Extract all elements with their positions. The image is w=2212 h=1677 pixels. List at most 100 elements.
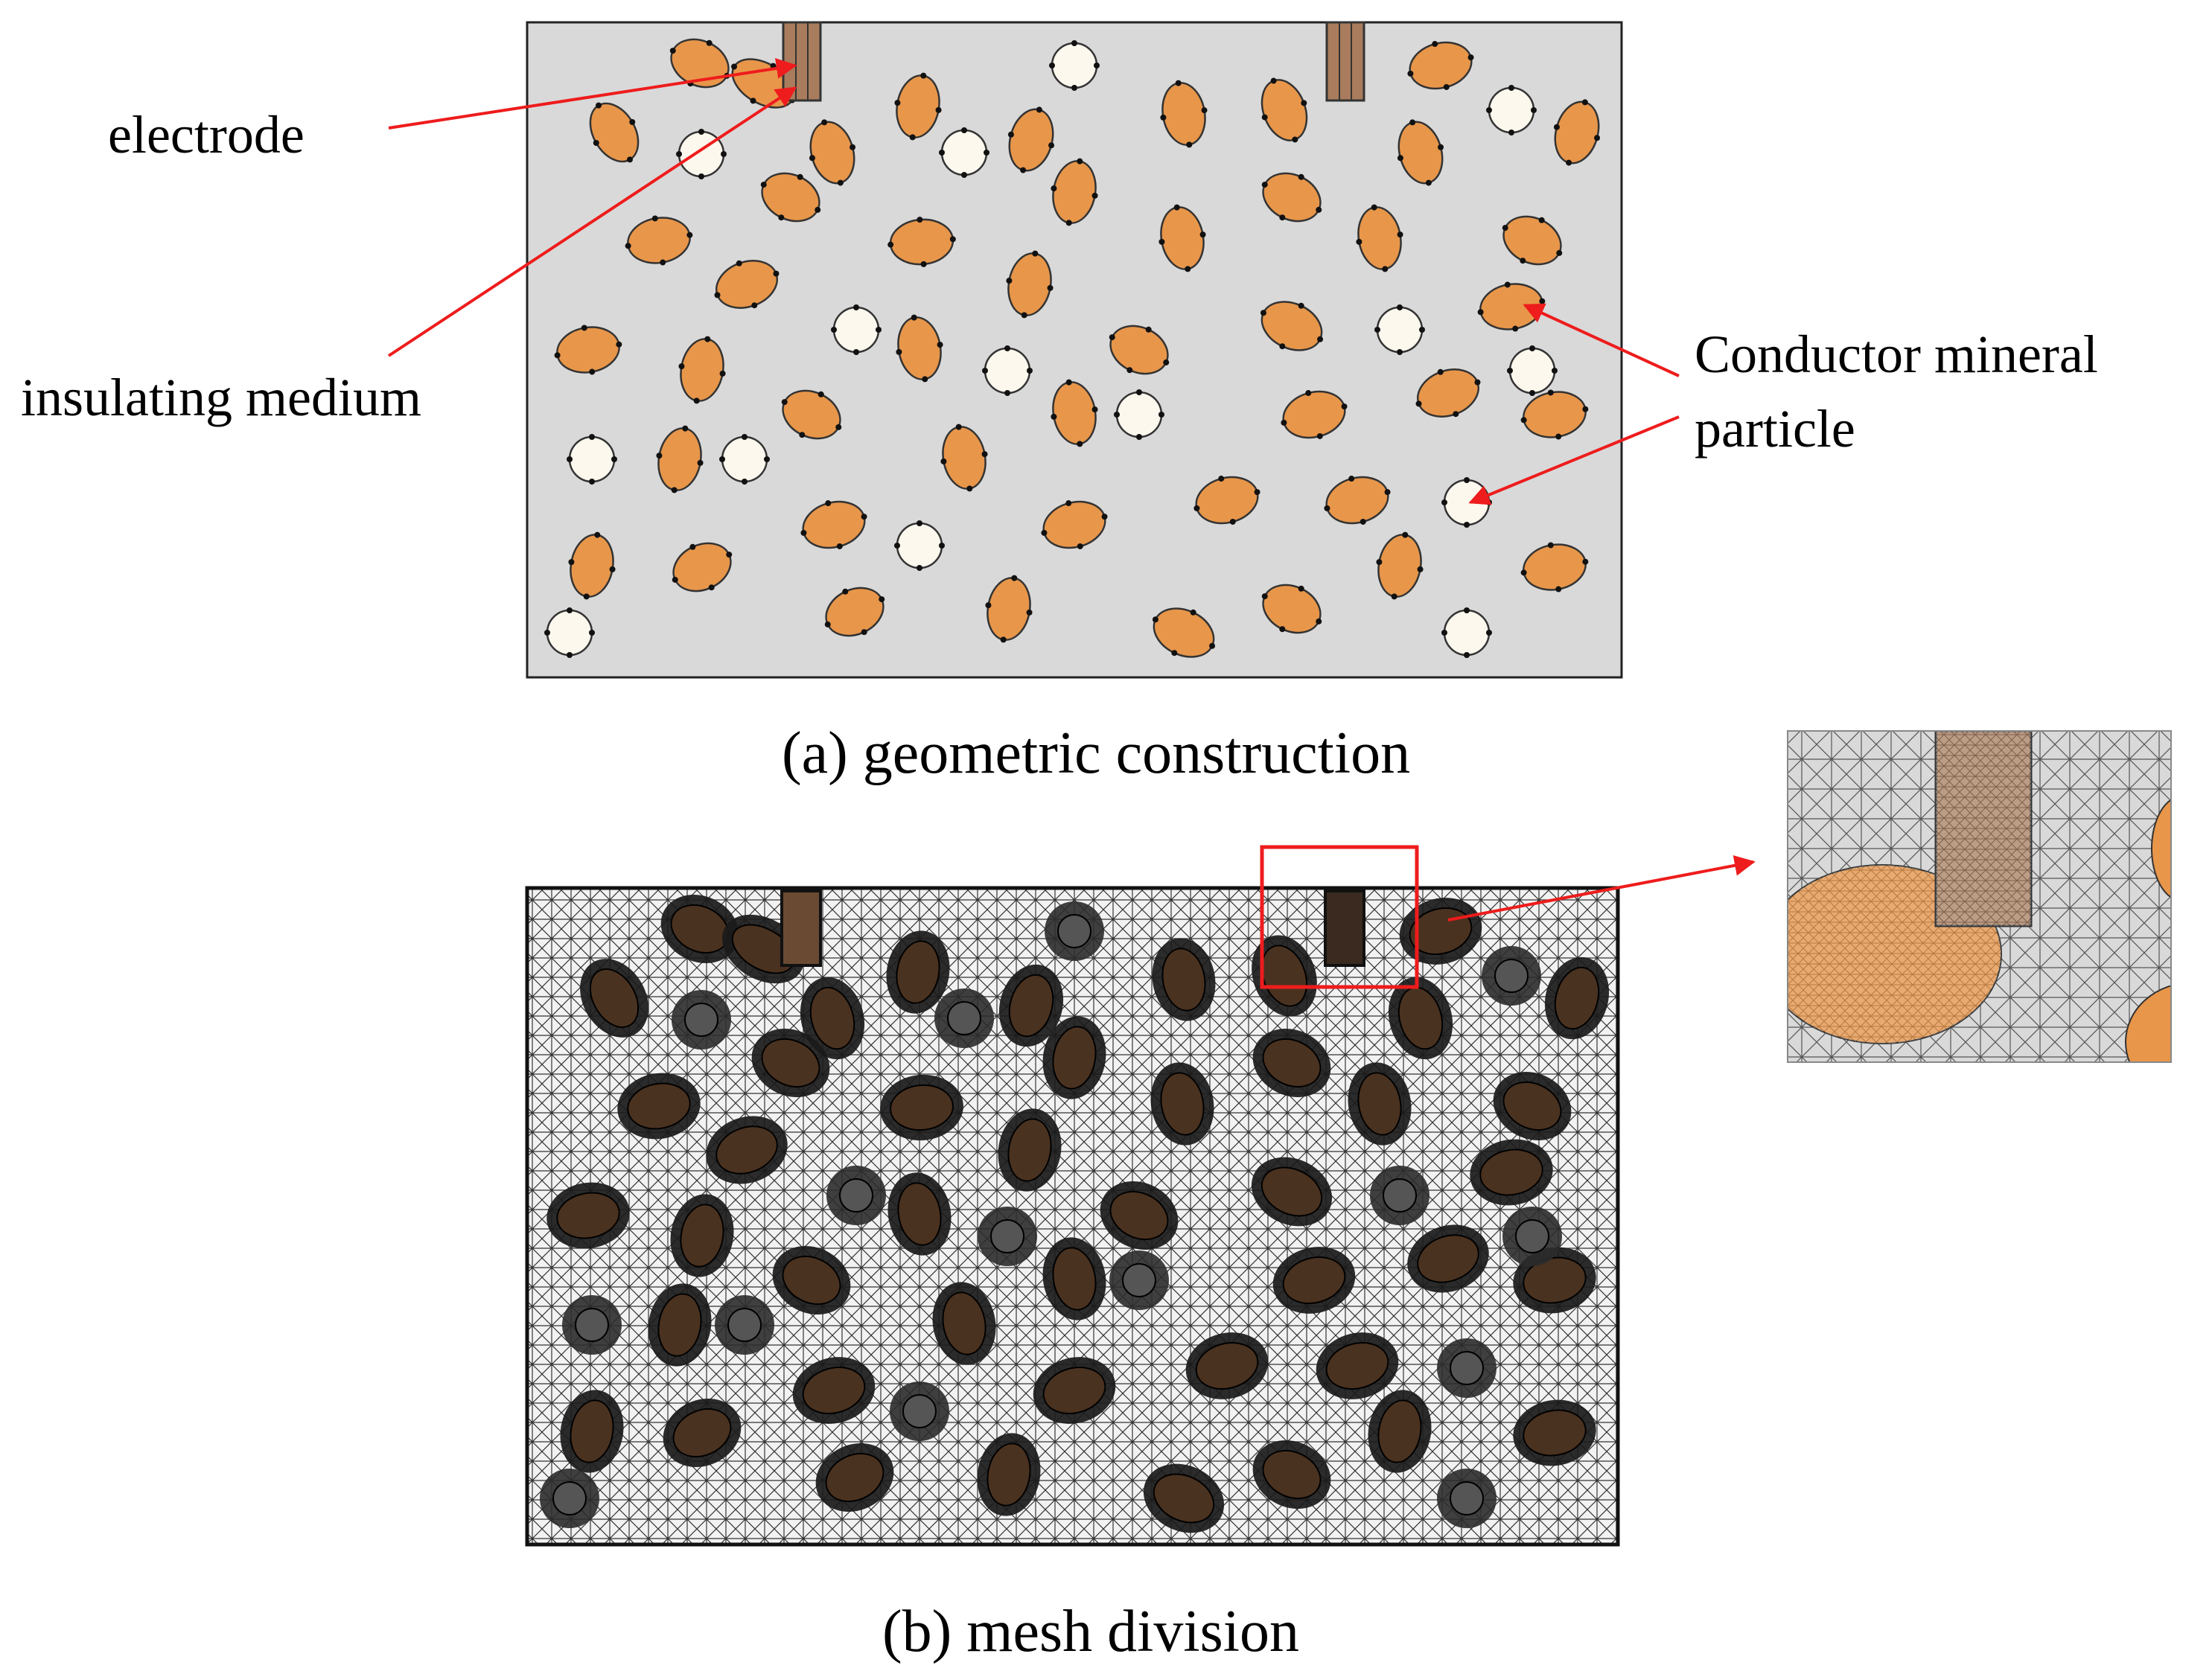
boundary-vertex xyxy=(1114,412,1120,418)
mesh-particle-ellipse xyxy=(1261,945,1307,1007)
geometry-particles xyxy=(544,38,1601,658)
boundary-vertex xyxy=(939,150,945,156)
boundary-vertex xyxy=(714,292,721,298)
boundary-vertex xyxy=(1298,173,1304,180)
boundary-vertex xyxy=(911,314,917,321)
boundary-vertex xyxy=(1376,559,1383,566)
boundary-vertex xyxy=(1453,411,1459,418)
boundary-vertex xyxy=(1555,433,1562,440)
mesh-particle-ellipse xyxy=(672,1408,732,1458)
mesh-particle-ellipse xyxy=(1523,1409,1587,1457)
boundary-vertex xyxy=(1136,434,1142,440)
conductor-particle-circle xyxy=(1051,42,1098,89)
boundary-vertex xyxy=(831,327,837,333)
boundary-vertex xyxy=(1391,593,1397,600)
boundary-vertex xyxy=(1126,367,1133,374)
mesh-particles xyxy=(540,895,1610,1533)
boundary-vertex xyxy=(1553,124,1560,130)
boundary-vertex xyxy=(611,456,617,462)
conductor-particle-circle xyxy=(568,435,616,483)
boundary-vertex xyxy=(939,543,945,549)
boundary-vertex xyxy=(842,588,849,595)
boundary-vertex xyxy=(1077,543,1083,549)
boundary-vertex xyxy=(1324,505,1330,511)
boundary-vertex xyxy=(1529,390,1535,396)
boundary-vertex xyxy=(697,459,704,466)
mesh-particle-ellipse xyxy=(715,1125,778,1175)
boundary-vertex xyxy=(1360,518,1366,525)
mesh-particle-ellipse xyxy=(1357,1072,1402,1136)
boundary-vertex xyxy=(836,543,843,549)
boundary-vertex xyxy=(593,140,599,146)
boundary-vertex xyxy=(1305,390,1312,397)
panel-mesh xyxy=(525,845,1620,1547)
boundary-vertex xyxy=(1384,489,1391,496)
boundary-vertex xyxy=(909,134,916,141)
boundary-vertex xyxy=(682,425,689,432)
mesh-particle-ellipse xyxy=(1109,1190,1169,1241)
boundary-vertex xyxy=(1185,266,1191,272)
boundary-vertex xyxy=(778,214,785,221)
caption-b: (b) mesh division xyxy=(882,1599,1299,1664)
boundary-vertex xyxy=(1051,185,1057,192)
boundary-vertex xyxy=(1417,566,1424,572)
boundary-vertex xyxy=(1504,281,1511,288)
mesh-particle-ellipse xyxy=(1007,1118,1052,1182)
boundary-vertex xyxy=(821,119,828,126)
mesh-particle-ellipse xyxy=(1260,1166,1323,1217)
boundary-vertex xyxy=(1158,238,1165,245)
boundary-vertex xyxy=(1397,349,1403,355)
boundary-vertex xyxy=(1027,368,1033,374)
boundary-vertex xyxy=(922,376,928,383)
boundary-vertex xyxy=(1348,476,1355,482)
boundary-vertex xyxy=(1441,630,1447,636)
boundary-vertex xyxy=(719,370,726,377)
conductor-arrow-ellipse xyxy=(1523,303,1680,377)
boundary-vertex xyxy=(1397,304,1403,310)
boundary-vertex xyxy=(1041,529,1048,536)
boundary-vertex xyxy=(1004,345,1010,351)
boundary-vertex xyxy=(1437,368,1444,375)
boundary-vertex xyxy=(1094,63,1100,68)
boundary-vertex xyxy=(629,119,636,125)
boundary-vertex xyxy=(1006,278,1013,284)
boundary-vertex xyxy=(1298,585,1304,592)
boundary-vertex xyxy=(1464,607,1470,613)
boundary-vertex xyxy=(1432,41,1438,48)
boundary-vertex xyxy=(726,552,733,558)
conductor-arrow-circle xyxy=(1468,415,1680,505)
boundary-vertex xyxy=(567,607,573,613)
boundary-vertex xyxy=(1582,558,1589,565)
boundary-vertex xyxy=(686,231,693,238)
boundary-vertex xyxy=(596,102,602,109)
boundary-vertex xyxy=(1317,336,1324,342)
boundary-vertex xyxy=(1077,158,1083,164)
conductor-particle-circle xyxy=(721,435,768,483)
boundary-vertex xyxy=(1158,412,1164,418)
boundary-vertex xyxy=(799,432,806,438)
mesh-particle-ellipse xyxy=(942,1291,987,1355)
boundary-vertex xyxy=(1502,225,1508,231)
boundary-vertex xyxy=(1254,489,1260,496)
boundary-vertex xyxy=(567,456,573,462)
boundary-vertex xyxy=(1316,206,1322,213)
boundary-vertex xyxy=(1512,325,1519,332)
boundary-vertex xyxy=(1077,441,1083,447)
boundary-vertex xyxy=(1026,609,1033,616)
boundary-vertex xyxy=(764,456,770,462)
boundary-vertex xyxy=(1071,40,1077,46)
boundary-vertex xyxy=(1032,250,1039,257)
boundary-vertex xyxy=(940,458,947,464)
boundary-vertex xyxy=(1173,204,1180,211)
boundary-vertex xyxy=(800,529,807,536)
boundary-vertex xyxy=(797,173,803,180)
boundary-vertex xyxy=(589,630,595,636)
boundary-vertex xyxy=(1065,500,1072,507)
boundary-vertex xyxy=(656,453,663,459)
boundary-vertex xyxy=(704,336,711,342)
boundary-vertex xyxy=(1261,593,1268,600)
boundary-vertex xyxy=(1298,302,1304,309)
boundary-vertex xyxy=(706,39,713,46)
boundary-vertex xyxy=(853,304,859,310)
boundary-vertex xyxy=(1163,359,1170,365)
